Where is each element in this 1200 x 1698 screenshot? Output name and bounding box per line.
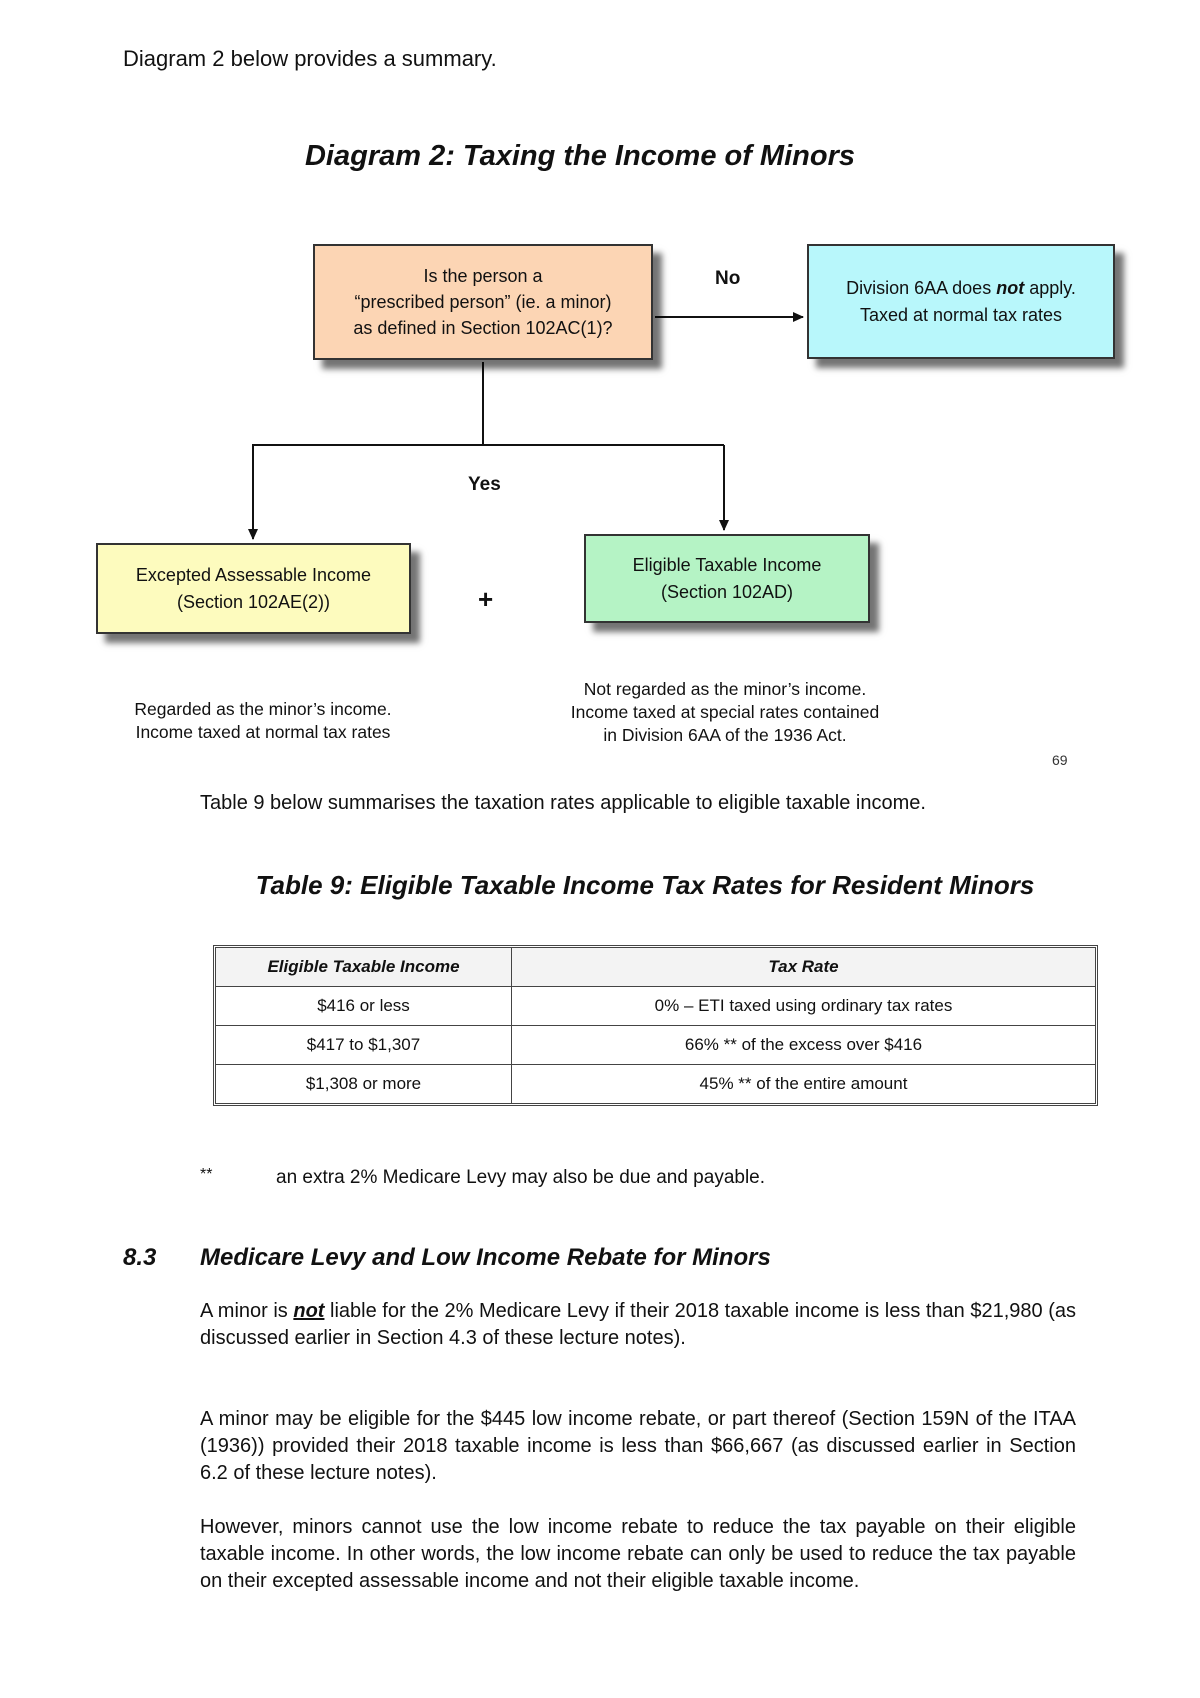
rate-cell: 45% ** of the entire amount xyxy=(699,1074,908,1093)
income-cell: $1,308 or more xyxy=(216,1065,512,1103)
eligible-note: Not regarded as the minor’s income. Inco… xyxy=(570,679,880,745)
table9-intro: Table 9 below summarises the taxation ra… xyxy=(200,792,926,814)
income-cell: $416 or less xyxy=(216,987,512,1026)
table9-title: Table 9: Eligible Taxable Income Tax Rat… xyxy=(255,870,1035,900)
paragraph-1: A minor is not liable for the 2% Medicar… xyxy=(200,1300,1076,1349)
no-box-line-2: Taxed at normal tax rates xyxy=(859,304,1063,325)
paragraph-2: A minor may be eligible for the $445 low… xyxy=(200,1408,1076,1484)
question-line-3: as defined in Section 102AC(1)? xyxy=(353,318,613,339)
table-row: $417 to $1,307 66% ** of the excess over… xyxy=(216,1026,1095,1065)
intro-text: Diagram 2 below provides a summary. xyxy=(123,46,497,71)
excepted-income-box: Excepted Assessable Income (Section 102A… xyxy=(96,543,411,634)
no-box-line-1: Division 6AA does not apply. xyxy=(846,278,1076,299)
rate-cell: 0% – ETI taxed using ordinary tax rates xyxy=(512,987,1095,1026)
division-not-apply-box: Division 6AA does not apply. Taxed at no… xyxy=(807,244,1115,359)
footnote-text: an extra 2% Medicare Levy may also be du… xyxy=(276,1167,766,1188)
question-line-1: Is the person a xyxy=(423,265,543,286)
page-number: 69 xyxy=(1052,752,1068,768)
excepted-line-2: (Section 102AE(2)) xyxy=(176,591,331,612)
section-number: 8.3 xyxy=(123,1244,157,1271)
income-cell: $417 to $1,307 xyxy=(216,1026,512,1065)
diagram-title: Diagram 2: Taxing the Income of Minors xyxy=(304,140,855,172)
no-label: No xyxy=(715,268,741,289)
section-title: Medicare Levy and Low Income Rebate for … xyxy=(200,1244,771,1271)
rate-cell: 66% ** of the excess over $416 xyxy=(512,1026,1095,1065)
flowchart-connectors xyxy=(248,312,804,540)
yes-label: Yes xyxy=(468,474,501,495)
paragraph-3: However, minors cannot use the low incom… xyxy=(200,1516,1076,1592)
excepted-line-1: Excepted Assessable Income xyxy=(135,565,372,586)
question-box: Is the person a “prescribed person” (ie.… xyxy=(313,244,653,360)
column-header: Tax Rate xyxy=(512,948,1095,987)
column-header: Eligible Taxable Income xyxy=(216,948,512,987)
eligible-income-box: Eligible Taxable Income (Section 102AD) xyxy=(584,534,870,623)
table-row: $1,308 or more 45% ** of the entire amou… xyxy=(216,1065,1095,1103)
table-row: $416 or less 0% – ETI taxed using ordina… xyxy=(216,987,1095,1026)
eligible-line-2: (Section 102AD) xyxy=(660,581,794,602)
emphasis-not: not xyxy=(293,1300,325,1322)
question-line-2: “prescribed person” (ie. a minor) xyxy=(354,291,612,312)
plus-sign: + xyxy=(478,584,494,614)
table-header-row: Eligible Taxable Income Tax Rate xyxy=(216,948,1095,987)
excepted-note: Regarded as the minor’s income. Income t… xyxy=(134,699,392,742)
footnote-mark: ** xyxy=(200,1166,213,1183)
tax-rates-table: Eligible Taxable Income Tax Rate $416 or… xyxy=(213,945,1098,1106)
eligible-line-1: Eligible Taxable Income xyxy=(632,555,822,576)
